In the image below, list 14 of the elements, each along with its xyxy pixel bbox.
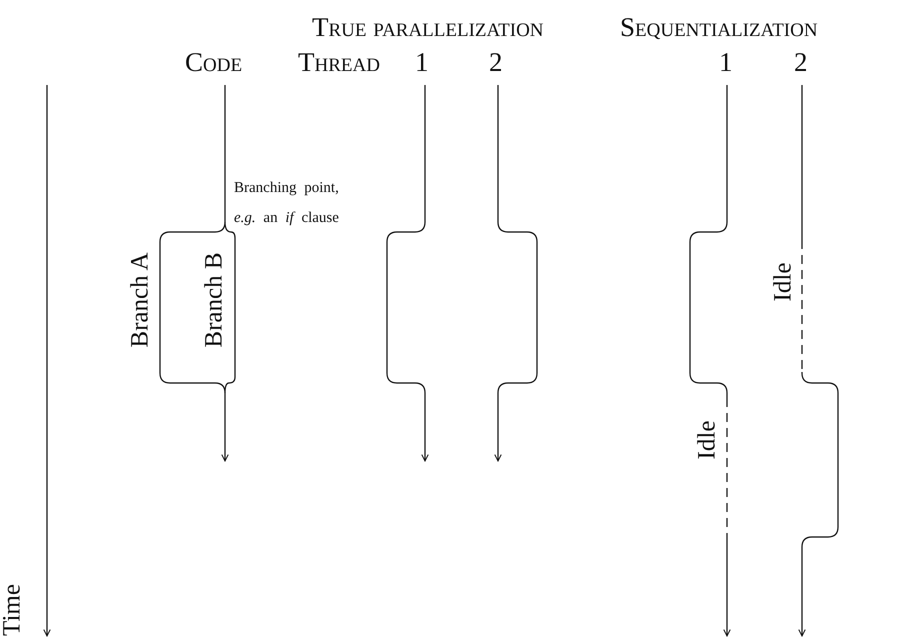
axis-label: Time	[0, 584, 24, 636]
idle-label: Idle	[694, 420, 720, 460]
thread-number: 1	[415, 49, 428, 76]
thread-number: 2	[794, 49, 808, 76]
column-heading: Code	[185, 49, 242, 76]
thread-number: 2	[489, 49, 502, 76]
annotation-text: Branching point, e.g. an if clause	[234, 179, 340, 228]
branch-label: Branch B	[202, 252, 226, 348]
column-heading: Sequentialization	[620, 14, 818, 41]
column-heading: Thread	[298, 49, 380, 76]
branch-label: Branch A	[128, 252, 152, 348]
thread-number: 1	[719, 49, 732, 76]
idle-label: Idle	[770, 262, 796, 302]
column-heading: True parallelization	[312, 14, 544, 41]
